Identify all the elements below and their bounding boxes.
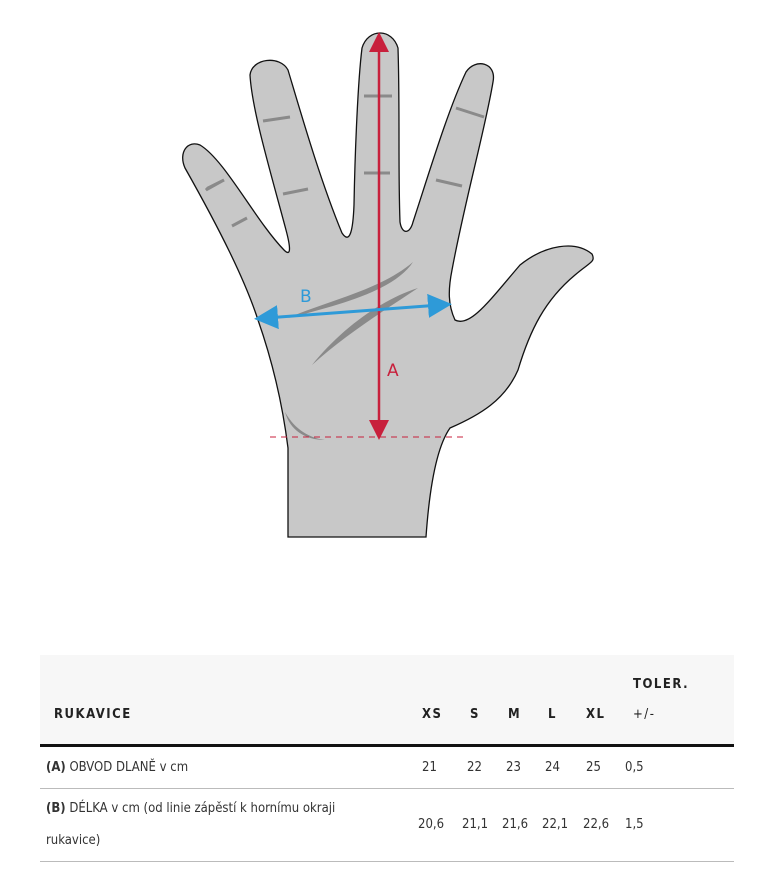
row-text: DÉLKA v cm (od linie zápěstí k hornímu o… — [46, 801, 336, 848]
cell-value: 22 — [467, 760, 482, 775]
label-b: B — [300, 287, 312, 307]
cell-tolerance: 0,5 — [625, 760, 644, 775]
cell-value: 20,6 — [418, 817, 445, 832]
table-header: RUKAVICE XS S M L XL TOLER. +/- — [40, 655, 734, 747]
cell-value: 22,1 — [542, 817, 569, 832]
hand-outline — [182, 32, 594, 538]
header-size: XL — [586, 707, 606, 722]
size-table: RUKAVICE XS S M L XL TOLER. +/- (A) OBVO… — [40, 655, 734, 862]
row-text: OBVOD DLANĚ v cm — [65, 760, 189, 775]
cell-value: 25 — [586, 760, 601, 775]
header-size: M — [508, 707, 522, 722]
arrow-b — [254, 293, 452, 330]
cell-value: 21,1 — [462, 817, 489, 832]
header-rukavice: RUKAVICE — [54, 707, 132, 722]
row-label: (B) DÉLKA v cm (od linie zápěstí k horní… — [46, 793, 376, 857]
hand-measurement-diagram: B A — [182, 31, 594, 538]
header-tolerance: TOLER. — [633, 677, 690, 692]
row-prefix: (B) — [46, 801, 66, 816]
header-size: S — [470, 707, 480, 722]
cell-value: 21 — [422, 760, 437, 775]
cell-value: 24 — [545, 760, 560, 775]
cell-value: 21,6 — [502, 817, 529, 832]
table-row: (B) DÉLKA v cm (od linie zápěstí k horní… — [40, 789, 734, 862]
header-tolerance-sign: +/- — [633, 707, 656, 722]
table-row: (A) OBVOD DLANĚ v cm 21 22 23 24 25 0,5 — [40, 747, 734, 789]
label-a: A — [387, 361, 399, 381]
row-label: (A) OBVOD DLANĚ v cm — [46, 760, 188, 775]
header-size: L — [548, 707, 557, 722]
cell-tolerance: 1,5 — [625, 817, 644, 832]
cell-value: 22,6 — [583, 817, 610, 832]
header-size: XS — [422, 707, 443, 722]
row-prefix: (A) — [46, 760, 66, 775]
cell-value: 23 — [506, 760, 521, 775]
